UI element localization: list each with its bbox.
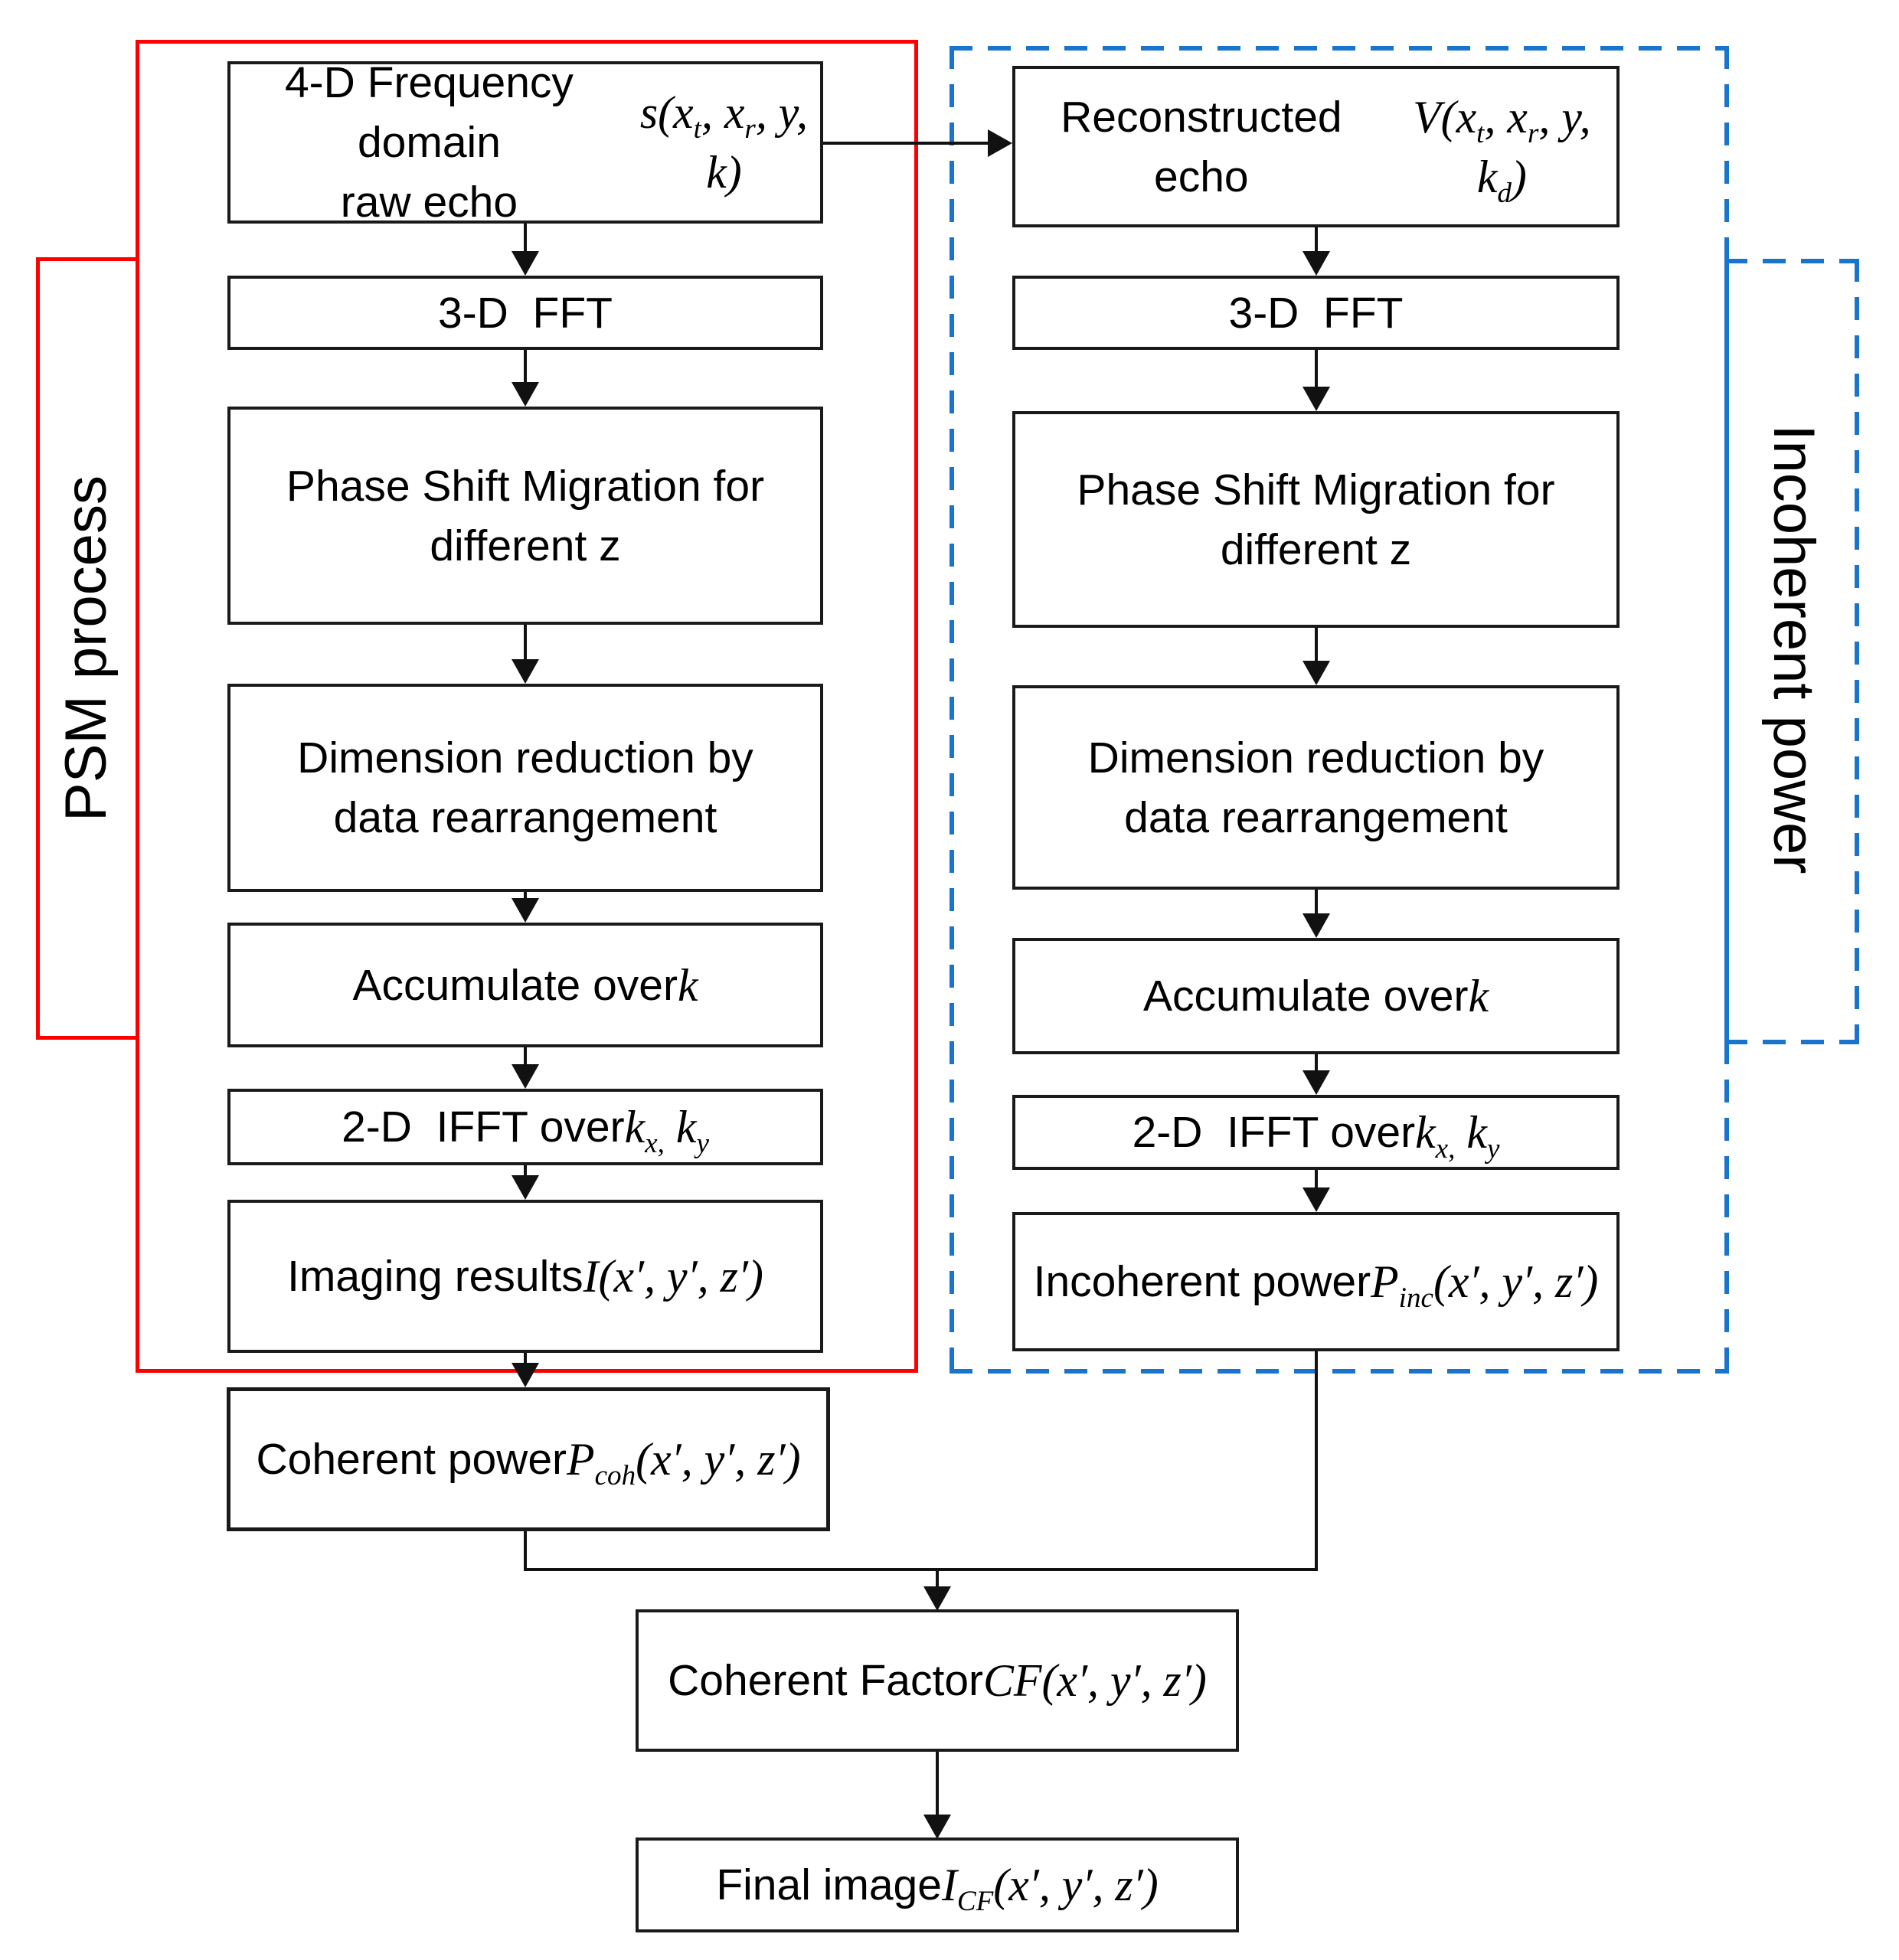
incoherent-bracket-right (1855, 259, 1859, 1044)
arrow-left-7 (512, 1353, 539, 1387)
box-left-ifft: 2-D IFFT over kx, ky (227, 1089, 823, 1165)
box-right-fft: 3-D FFT (1012, 276, 1620, 350)
box-final-image: Final image ICF(x′, y′, z′) (636, 1838, 1239, 1932)
incoherent-bracket-top (1724, 259, 1859, 263)
incoherent-group-border-top (950, 46, 1729, 51)
box-left-accumulate: Accumulate over k (227, 923, 823, 1047)
arrow-right-5 (1302, 1054, 1330, 1095)
box-right-accumulate: Accumulate over k (1012, 938, 1620, 1054)
incoherent-group-label: Incoherent power (1761, 424, 1827, 874)
arrow-right-1 (1302, 227, 1330, 276)
arrow-left-3 (512, 625, 539, 684)
arrow-raw-to-reconstructed (823, 129, 1012, 157)
arrow-right-2 (1302, 350, 1330, 411)
incoherent-bracket-left (1724, 259, 1729, 1044)
arrow-left-2 (512, 350, 539, 407)
incoherent-group-border-left (950, 46, 954, 1374)
arrow-left-4 (512, 892, 539, 923)
box-imaging-results: Imaging results I(x′, y′, z′) (227, 1200, 823, 1353)
arrow-merge-to-coherent-factor (923, 1570, 951, 1611)
incoherent-group-border-bottom (950, 1369, 1729, 1374)
arrow-coherent-factor-to-final (923, 1752, 951, 1839)
psm-group-label: PSM process (53, 475, 119, 822)
arrow-left-6 (512, 1165, 539, 1200)
incoherent-bracket-bottom (1724, 1040, 1859, 1044)
arrow-left-5 (512, 1047, 539, 1089)
box-left-fft: 3-D FFT (227, 276, 823, 350)
connector-coherent-power-down (524, 1531, 527, 1571)
arrow-right-4 (1302, 890, 1330, 938)
psm-label-bracket (36, 257, 139, 1040)
arrow-left-1 (512, 224, 539, 276)
box-right-ifft: 2-D IFFT over kx, ky (1012, 1095, 1620, 1170)
connector-incoherent-power-down (1315, 1351, 1318, 1571)
connector-merge-horizontal (524, 1568, 1318, 1571)
arrow-right-3 (1302, 628, 1330, 685)
arrow-right-6 (1302, 1170, 1330, 1212)
